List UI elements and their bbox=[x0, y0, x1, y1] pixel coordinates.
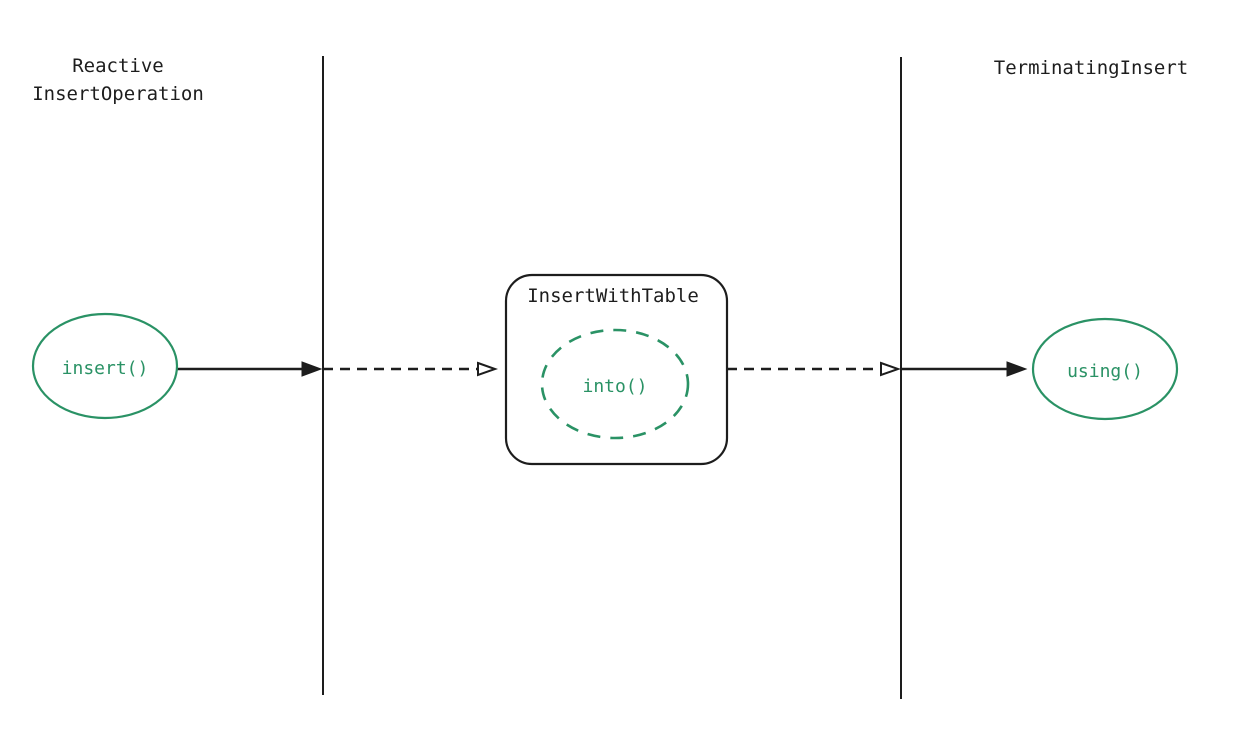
into-node-label: into() bbox=[582, 376, 647, 397]
edge-lifeline2-to-using-filled-arrowhead bbox=[1006, 361, 1028, 377]
left-actor-label-line-1: Reactive bbox=[72, 55, 164, 77]
edge-insert-to-lifeline1-filled-arrowhead bbox=[301, 361, 323, 377]
using-node-label: using() bbox=[1067, 361, 1143, 382]
insert-with-table-title: InsertWithTable bbox=[527, 285, 699, 307]
left-actor-label-line-2: InsertOperation bbox=[32, 83, 204, 105]
edge-box-to-lifeline2-open-arrowhead bbox=[880, 361, 902, 377]
edge-lifeline1-to-box-open-arrowhead bbox=[477, 361, 499, 377]
using-node-ellipse bbox=[1031, 317, 1179, 421]
insert-with-table-box bbox=[504, 273, 729, 466]
right-actor-label: TerminatingInsert bbox=[994, 57, 1188, 79]
into-node-ellipse bbox=[540, 328, 690, 440]
insert-node-label: insert() bbox=[62, 358, 149, 379]
insert-node-ellipse bbox=[31, 312, 179, 420]
